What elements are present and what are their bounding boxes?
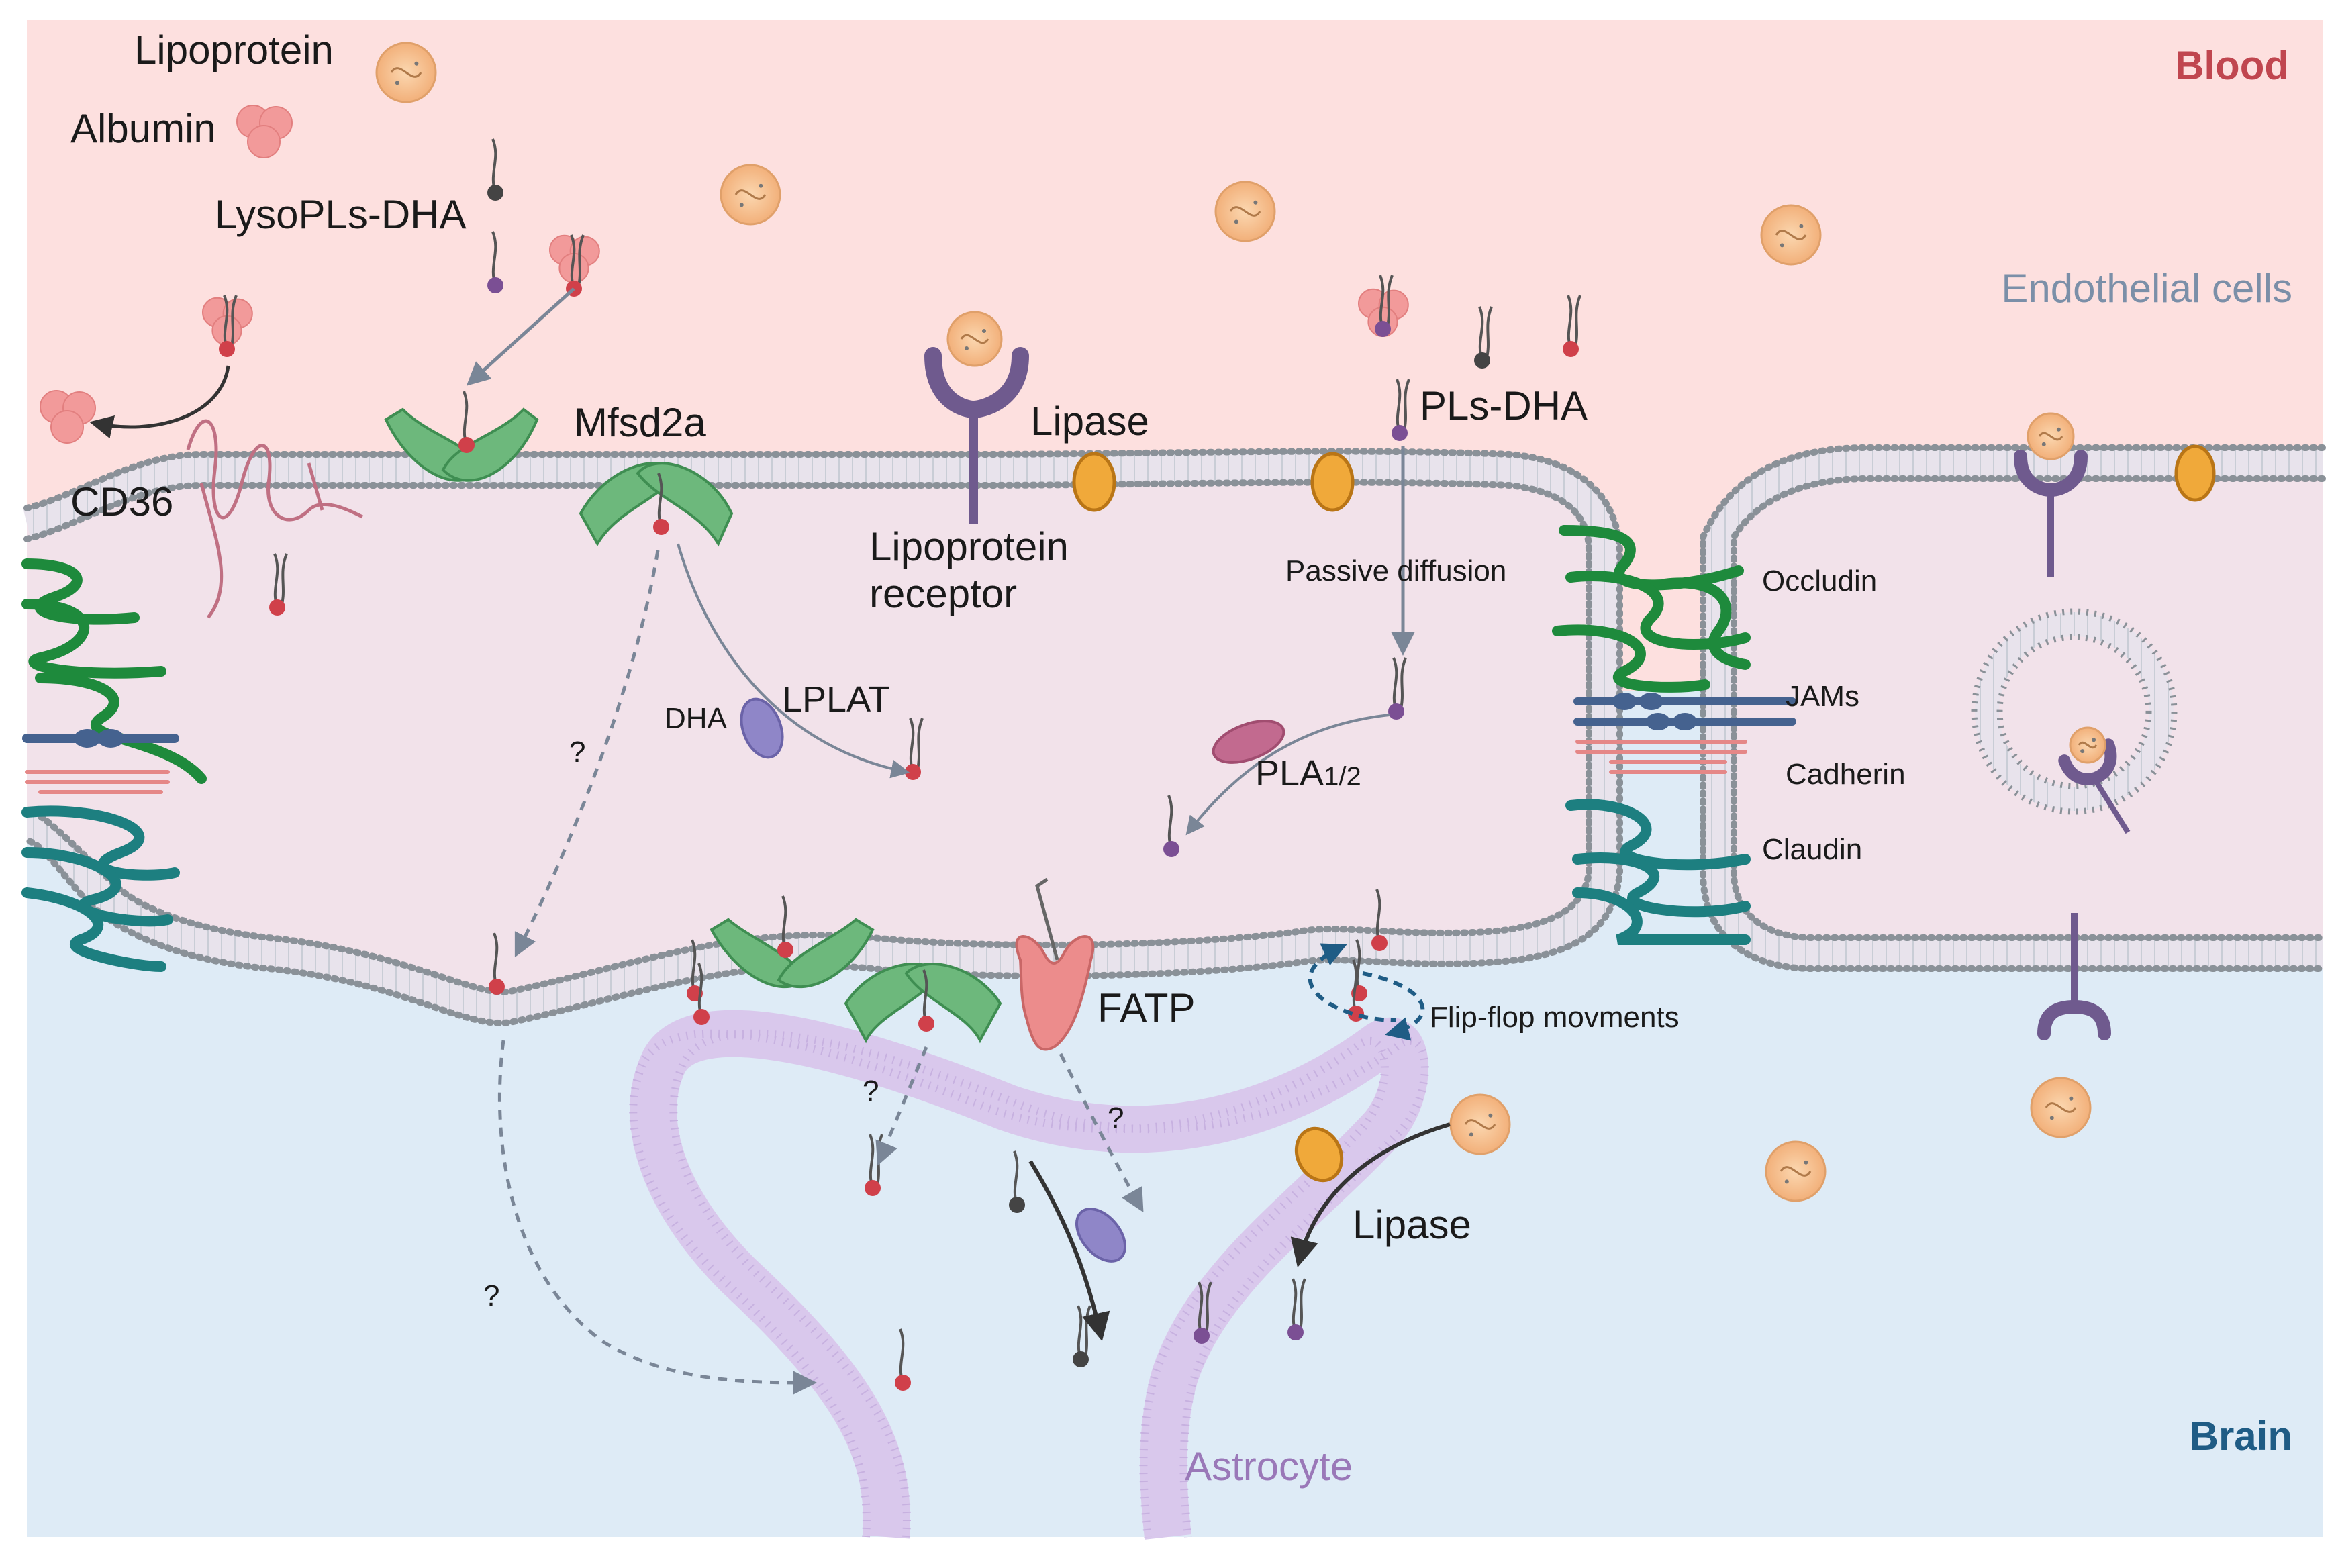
label-flip-flop: Flip-flop movments <box>1430 1001 1680 1034</box>
label-passive-diffusion: Passive diffusion <box>1285 554 1506 587</box>
lipid-molecule <box>458 391 475 453</box>
label-lipase-bottom: Lipase <box>1353 1202 1471 1247</box>
lipid-molecule <box>1371 889 1388 951</box>
lipid-molecule <box>653 473 669 535</box>
label-cadherin: Cadherin <box>1786 758 1906 791</box>
endothelial-cell-right <box>1718 463 2323 953</box>
lipid-molecule <box>487 231 503 293</box>
tight-junction-middle <box>1552 525 1796 945</box>
tight-junction-left <box>21 558 207 972</box>
legend-lysopls-dha: LysoPLs-DHA <box>215 192 467 237</box>
fatp-transporter <box>1015 877 1095 1051</box>
label-astrocyte: Astrocyte <box>1185 1444 1353 1489</box>
mfsd2a-transporter-3 <box>710 918 875 988</box>
lplat-enzyme <box>740 697 784 759</box>
label-pls-dha: PLs-DHA <box>1420 383 1588 428</box>
lipase-3 <box>2174 444 2216 502</box>
lipid-molecule <box>918 969 934 1032</box>
label-lipoprotein-receptor-2: receptor <box>869 571 1017 616</box>
lipid-molecule <box>1474 306 1493 369</box>
lplat-enzyme-brain <box>1075 1208 1127 1263</box>
lipoprotein-particle <box>2027 412 2075 460</box>
lipid-molecule <box>895 1328 911 1391</box>
label-occludin: Occludin <box>1762 565 1877 597</box>
lipase-brain <box>1294 1126 1344 1183</box>
lipid-molecule <box>1163 795 1179 857</box>
pla-enzyme <box>1212 720 1285 764</box>
label-lipase-top: Lipase <box>1030 399 1149 444</box>
label-pla: PLA1/2 <box>1255 753 1361 793</box>
astrocyte-membrane <box>629 1010 1429 1540</box>
lipoprotein-particle <box>1214 181 1276 242</box>
label-question-3: ? <box>1108 1101 1124 1134</box>
endothelial-membrane-right <box>1700 444 2326 972</box>
lipid-molecule <box>1563 295 1581 357</box>
lipid-molecule <box>777 895 793 958</box>
lipoprotein-particle <box>1765 1140 1827 1202</box>
lipoprotein-receptor-vesicle <box>2058 738 2131 834</box>
lipase-2 <box>1310 452 1355 512</box>
label-endothelial-cells: Endothelial cells <box>2001 266 2292 311</box>
label-lplat: LPLAT <box>782 679 890 720</box>
label-fatp: FATP <box>1098 985 1196 1030</box>
label-question-1: ? <box>569 736 585 769</box>
lipid-molecule <box>1287 1278 1306 1340</box>
lipid-molecule <box>219 295 238 357</box>
lipid-molecule <box>1194 1281 1212 1344</box>
lipid-molecule <box>1009 1150 1025 1213</box>
lipoprotein-particle <box>720 164 781 226</box>
lipoprotein-particle <box>2069 726 2106 764</box>
albumin-molecule <box>40 390 96 444</box>
label-claudin: Claudin <box>1762 833 1862 866</box>
lipid-molecule <box>1375 275 1394 337</box>
lipid-molecule <box>1392 379 1410 441</box>
lipid-molecule <box>487 138 503 201</box>
lipid-molecules <box>219 138 1581 1391</box>
label-mfsd2a: Mfsd2a <box>574 400 706 445</box>
label-jams: JAMs <box>1786 680 1859 713</box>
lipoprotein-particle <box>946 311 1003 367</box>
label-cd36: CD36 <box>70 479 173 524</box>
lipoprotein-receptor-brain <box>2037 913 2111 1040</box>
lipid-molecule <box>269 553 288 616</box>
legend-albumin: Albumin <box>70 106 216 151</box>
arrows <box>89 287 1451 1395</box>
label-dha: DHA <box>665 702 728 735</box>
lipoprotein-particle <box>2030 1077 2092 1138</box>
vesicle <box>1971 608 2178 815</box>
cd36-protein <box>186 419 364 619</box>
mfsd2a-transporter-1 <box>384 407 539 482</box>
lipoprotein-receptor-top <box>924 347 1029 524</box>
lipoprotein-particle <box>1449 1093 1511 1155</box>
label-question-2: ? <box>863 1075 879 1108</box>
lipid-molecule <box>1388 657 1407 720</box>
mfsd2a-transporter-4 <box>844 963 1002 1044</box>
lipoprotein-particle <box>1760 204 1822 266</box>
endothelial-membrane-left <box>23 448 1623 1026</box>
label-blood: Blood <box>2175 43 2289 88</box>
lipid-molecule <box>489 932 505 995</box>
lipase-1 <box>1072 452 1116 512</box>
label-question-4: ? <box>483 1279 499 1312</box>
label-brain: Brain <box>2190 1414 2292 1459</box>
lipoprotein-particle <box>375 42 437 103</box>
legend-lipoprotein: Lipoprotein <box>134 28 334 72</box>
lipoprotein-particles <box>375 42 2106 1202</box>
lipid-molecule <box>693 963 710 1025</box>
lipoprotein-receptor-right <box>2014 450 2088 577</box>
albumin-molecule <box>236 105 293 158</box>
label-lipoprotein-receptor-1: Lipoprotein <box>869 524 1069 569</box>
